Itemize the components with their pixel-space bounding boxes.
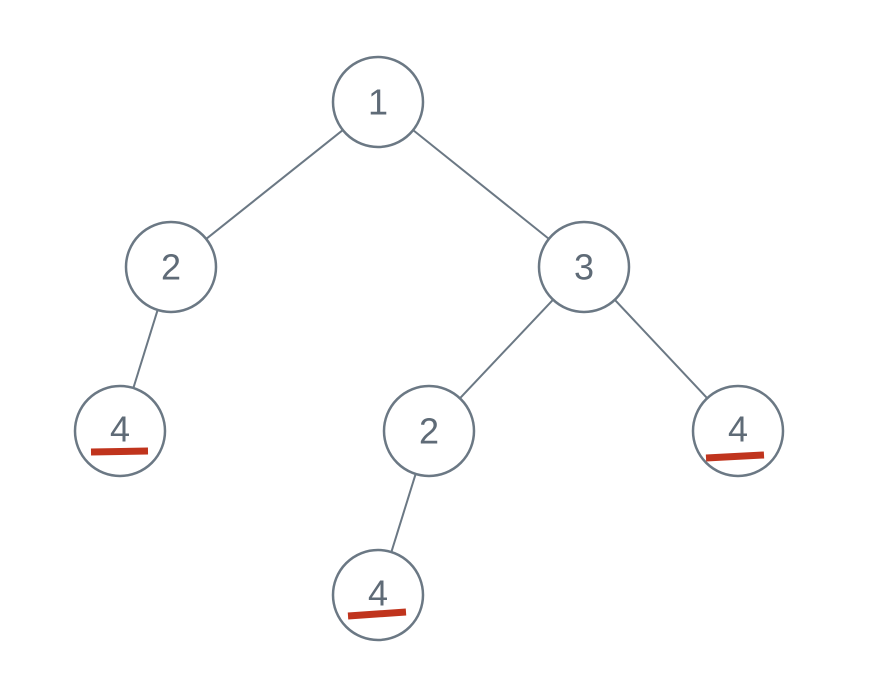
highlight-underline-mark (347, 608, 407, 620)
tree-node-n3: 3 (537, 220, 631, 314)
node-circle (537, 220, 631, 314)
tree-node-n7: 4 (331, 548, 425, 642)
node-circle (331, 55, 425, 149)
tree-node-n5: 2 (382, 384, 476, 478)
edges-layer (132, 129, 708, 553)
edge-n2-n4 (132, 309, 159, 389)
edge-n1-n3 (412, 129, 550, 240)
node-circle (382, 384, 476, 478)
node-circle (124, 220, 218, 314)
highlight-underline-mark (705, 451, 765, 462)
edge-n5-n7 (390, 473, 417, 553)
node-label: 1 (368, 82, 388, 123)
node-label: 2 (419, 411, 439, 452)
node-label: 4 (368, 573, 388, 614)
highlight-underline-mark (90, 447, 149, 456)
tree-node-n1: 1 (331, 55, 425, 149)
tree-node-n4: 4 (73, 384, 167, 478)
node-label: 4 (110, 409, 130, 450)
nodes-layer: 1 2 3 4 2 4 4 (73, 55, 785, 642)
node-label: 4 (728, 409, 748, 450)
node-label: 3 (574, 247, 594, 288)
tree-node-n2: 2 (124, 220, 218, 314)
edge-n3-n6 (614, 299, 708, 399)
edge-n1-n2 (205, 129, 344, 240)
node-label: 2 (161, 247, 181, 288)
edge-n3-n5 (459, 299, 554, 399)
tree-node-n6: 4 (691, 384, 785, 478)
